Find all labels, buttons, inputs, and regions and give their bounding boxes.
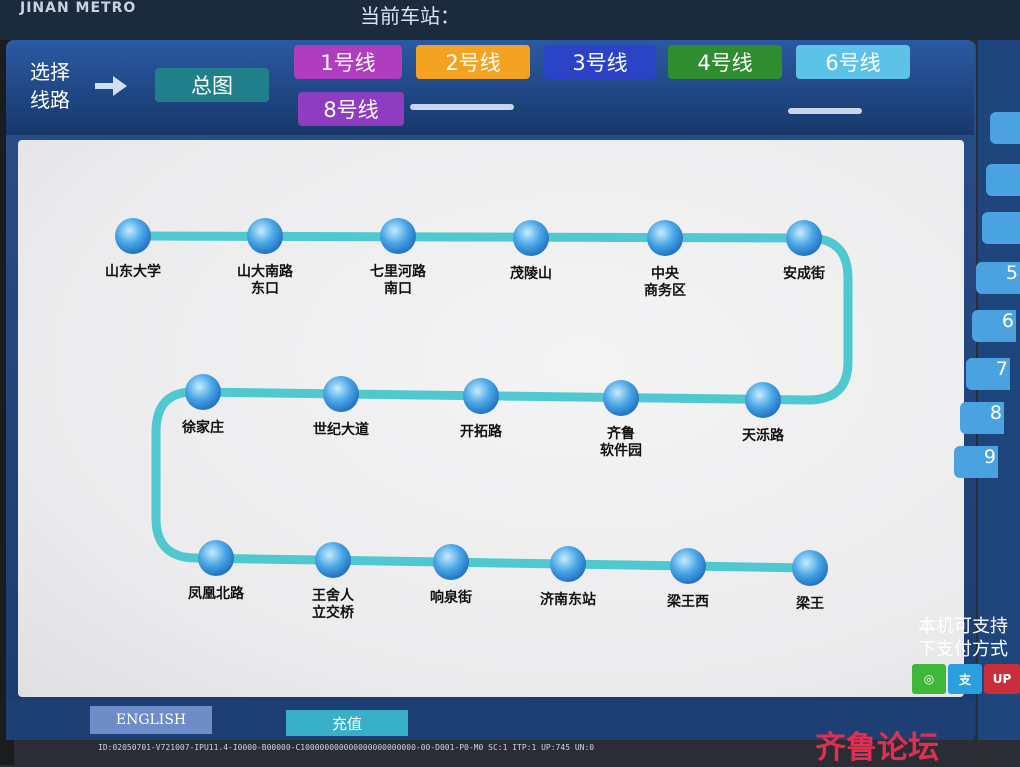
station-label[interactable]: 响泉街 xyxy=(430,590,472,606)
line-1-button[interactable]: 1号线 xyxy=(294,45,402,79)
station-dot[interactable] xyxy=(433,544,469,580)
station-dot[interactable] xyxy=(670,548,706,584)
station-label[interactable]: 徐家庄 xyxy=(182,420,224,436)
line-8-button[interactable]: 8号线 xyxy=(298,92,404,126)
line-4-button[interactable]: 4号线 xyxy=(668,45,782,79)
station-label[interactable]: 天泺路 xyxy=(742,428,784,444)
station-dot[interactable] xyxy=(315,542,351,578)
station-dot[interactable] xyxy=(185,374,221,410)
numpad-7[interactable]: 7 xyxy=(966,358,1010,390)
screen-glare xyxy=(410,104,514,110)
screen-glare xyxy=(788,108,862,114)
alipay-icon: 支 xyxy=(948,664,982,694)
route-line xyxy=(115,218,853,586)
station-label[interactable]: 开拓路 xyxy=(460,424,502,440)
right-panel: 5 6 7 8 9 xyxy=(954,40,1020,740)
forum-watermark: 齐鲁论坛 xyxy=(815,730,939,766)
station-dot[interactable] xyxy=(647,220,683,256)
route-path xyxy=(132,231,853,573)
wechat-pay-icon: ◎ xyxy=(912,664,946,694)
english-button[interactable]: ENGLISH xyxy=(90,706,212,734)
unionpay-icon: UP xyxy=(984,664,1020,694)
station-label[interactable]: 凤凰北路 xyxy=(188,586,244,602)
side-button[interactable] xyxy=(986,164,1020,196)
side-button[interactable] xyxy=(982,212,1020,244)
station-dot[interactable] xyxy=(463,378,499,414)
station-label[interactable]: 中央 商务区 xyxy=(644,266,686,299)
station-label[interactable]: 七里河路 南口 xyxy=(370,264,426,297)
current-station-title: 当前车站： xyxy=(360,4,460,28)
station-label[interactable]: 梁王西 xyxy=(667,594,709,610)
numpad-9[interactable]: 9 xyxy=(954,446,998,478)
station-dot[interactable] xyxy=(792,550,828,586)
station-label[interactable]: 山东大学 xyxy=(105,264,161,280)
station-dot[interactable] xyxy=(323,376,359,412)
station-dot[interactable] xyxy=(550,546,586,582)
line-2-button[interactable]: 2号线 xyxy=(416,45,530,79)
line-3-button[interactable]: 3号线 xyxy=(544,45,656,79)
station-label[interactable]: 山大南路 东口 xyxy=(237,264,293,297)
station-dot[interactable] xyxy=(603,380,639,416)
station-label[interactable]: 王舍人 立交桥 xyxy=(312,588,354,621)
side-button[interactable] xyxy=(990,112,1020,144)
payment-icons: ◎ 支 UP xyxy=(912,664,1020,694)
station-label[interactable]: 安成街 xyxy=(783,266,825,282)
line-6-button[interactable]: 6号线 xyxy=(796,45,910,79)
machine-top-bezel: JINAN METRO 当前车站： xyxy=(0,0,1020,40)
station-label[interactable]: 茂陵山 xyxy=(510,266,552,282)
station-dot[interactable] xyxy=(380,218,416,254)
numpad-5[interactable]: 5 xyxy=(976,262,1020,294)
station-dot[interactable] xyxy=(513,220,549,256)
station-label[interactable]: 世纪大道 xyxy=(313,422,369,438)
station-label[interactable]: 梁王 xyxy=(796,596,824,612)
station-dot[interactable] xyxy=(745,382,781,418)
station-dot[interactable] xyxy=(115,218,151,254)
route-map: 山东大学 山大南路 东口 七里河路 南口 茂陵山 中央 商务区 安成街天泺路 齐鲁 软件园 开… xyxy=(18,140,964,697)
station-label[interactable]: 齐鲁 软件园 xyxy=(600,426,642,459)
brand-logo: JINAN METRO xyxy=(20,0,137,16)
station-label[interactable]: 济南东站 xyxy=(540,592,596,608)
station-dot[interactable] xyxy=(198,540,234,576)
payment-methods-text: 本机可支持 下支付方式 xyxy=(918,616,1008,660)
overview-map-button[interactable]: 总图 xyxy=(155,68,269,102)
arrow-right-icon xyxy=(95,76,127,96)
numpad-6[interactable]: 6 xyxy=(972,310,1016,342)
numpad-8[interactable]: 8 xyxy=(960,402,1004,434)
status-line: ID:02050701-V721007-IPU11.4-I0000-B00000… xyxy=(98,743,595,752)
station-dot[interactable] xyxy=(247,218,283,254)
station-dot[interactable] xyxy=(786,220,822,256)
recharge-button[interactable]: 充值 xyxy=(286,710,408,736)
select-line-label: 选择 线路 xyxy=(30,60,70,112)
